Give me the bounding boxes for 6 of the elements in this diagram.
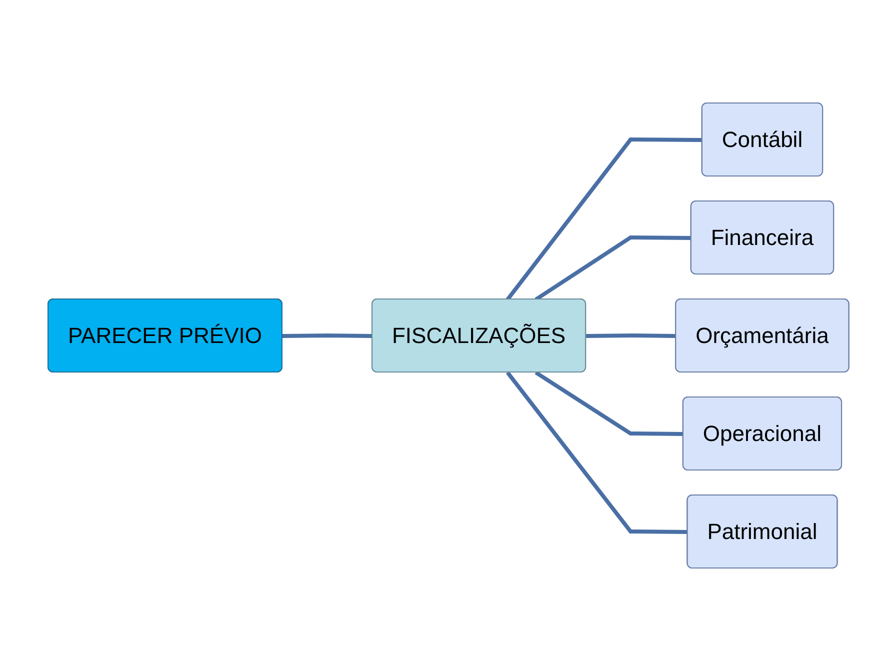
connector [506,370,688,534]
connector [282,333,372,338]
connector [534,370,683,436]
connector [586,333,676,338]
connector [534,235,691,301]
connector [506,137,702,300]
